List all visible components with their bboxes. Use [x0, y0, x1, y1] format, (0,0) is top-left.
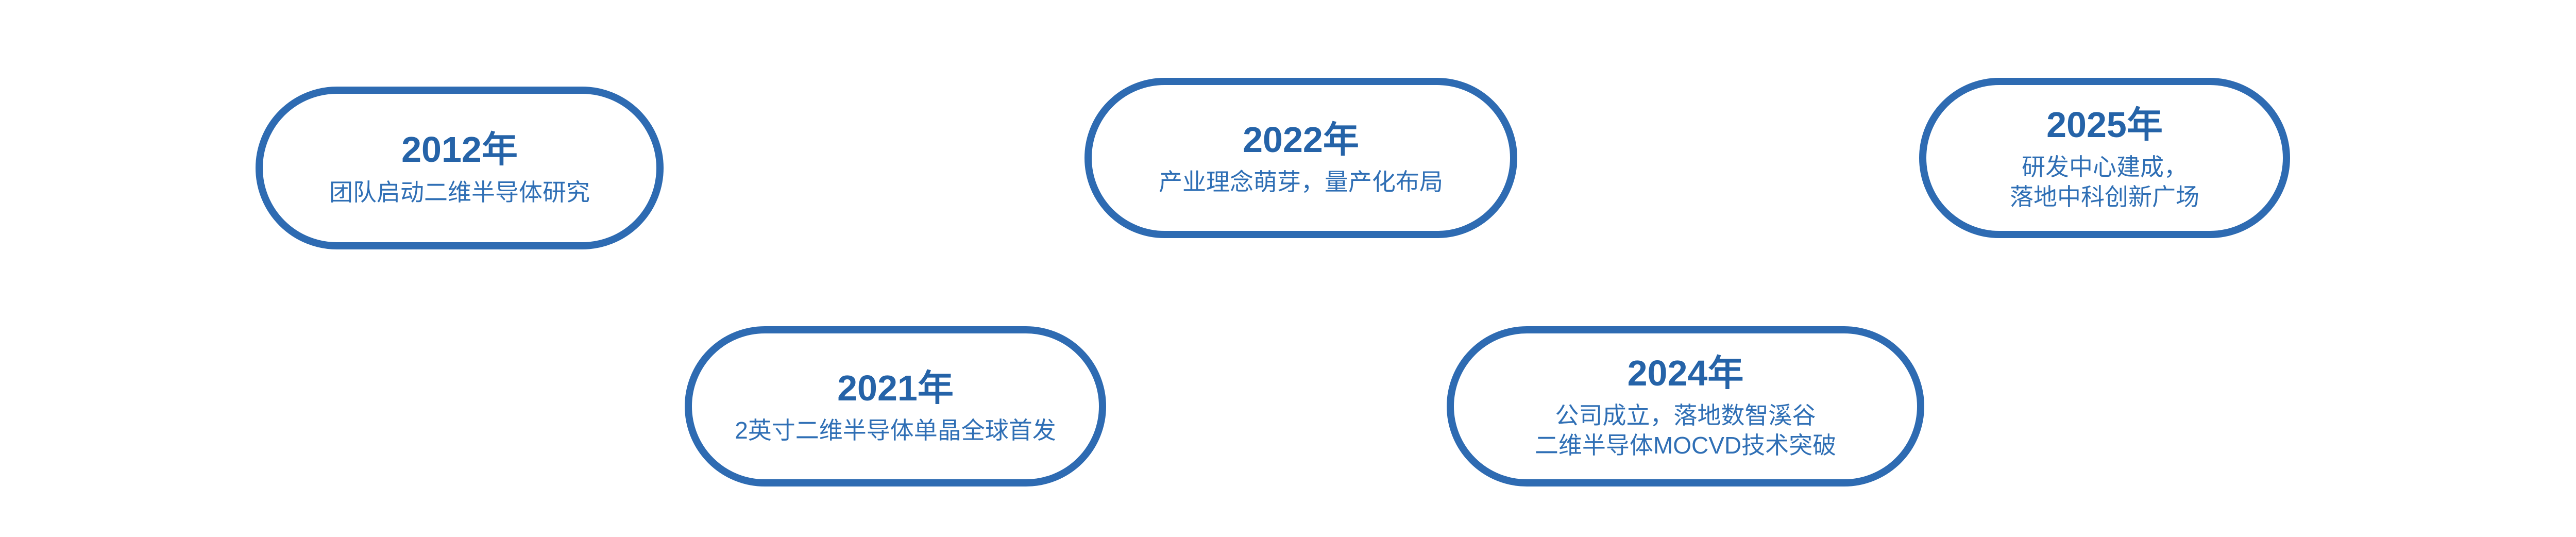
milestone-2025: 2025年 研发中心建成， 落地中科创新广场 — [1919, 78, 2290, 238]
milestone-year: 2025年 — [2046, 104, 2163, 145]
milestone-description-line: 团队启动二维半导体研究 — [329, 178, 590, 206]
milestone-year: 2022年 — [1243, 119, 1359, 160]
milestone-year: 2021年 — [837, 367, 954, 408]
milestone-year: 2024年 — [1627, 353, 1744, 393]
milestone-description: 团队启动二维半导体研究 — [329, 178, 590, 208]
milestone-2021: 2021年 2英寸二维半导体单晶全球首发 — [685, 326, 1106, 486]
milestone-description: 2英寸二维半导体单晶全球首发 — [735, 416, 1056, 446]
milestone-description-line: 2英寸二维半导体单晶全球首发 — [735, 417, 1056, 444]
milestone-year: 2012年 — [401, 129, 518, 170]
milestone-description: 研发中心建成， 落地中科创新广场 — [2010, 153, 2199, 212]
milestone-description-line: 落地中科创新广场 — [2010, 183, 2199, 210]
milestone-description-line: 二维半导体MOCVD技术突破 — [1534, 431, 1837, 459]
milestone-description: 公司成立，落地数智溪谷 二维半导体MOCVD技术突破 — [1535, 401, 1836, 460]
milestone-description: 产业理念萌芽，量产化布局 — [1159, 167, 1443, 197]
milestone-2012: 2012年 团队启动二维半导体研究 — [256, 87, 664, 249]
milestone-2024: 2024年 公司成立，落地数智溪谷 二维半导体MOCVD技术突破 — [1447, 326, 1924, 486]
milestone-2022: 2022年 产业理念萌芽，量产化布局 — [1084, 78, 1517, 238]
milestone-description-line: 公司成立，落地数智溪谷 — [1555, 402, 1816, 429]
milestone-description-line: 产业理念萌芽，量产化布局 — [1159, 169, 1443, 195]
milestone-description-line: 研发中心建成， — [2022, 154, 2188, 181]
